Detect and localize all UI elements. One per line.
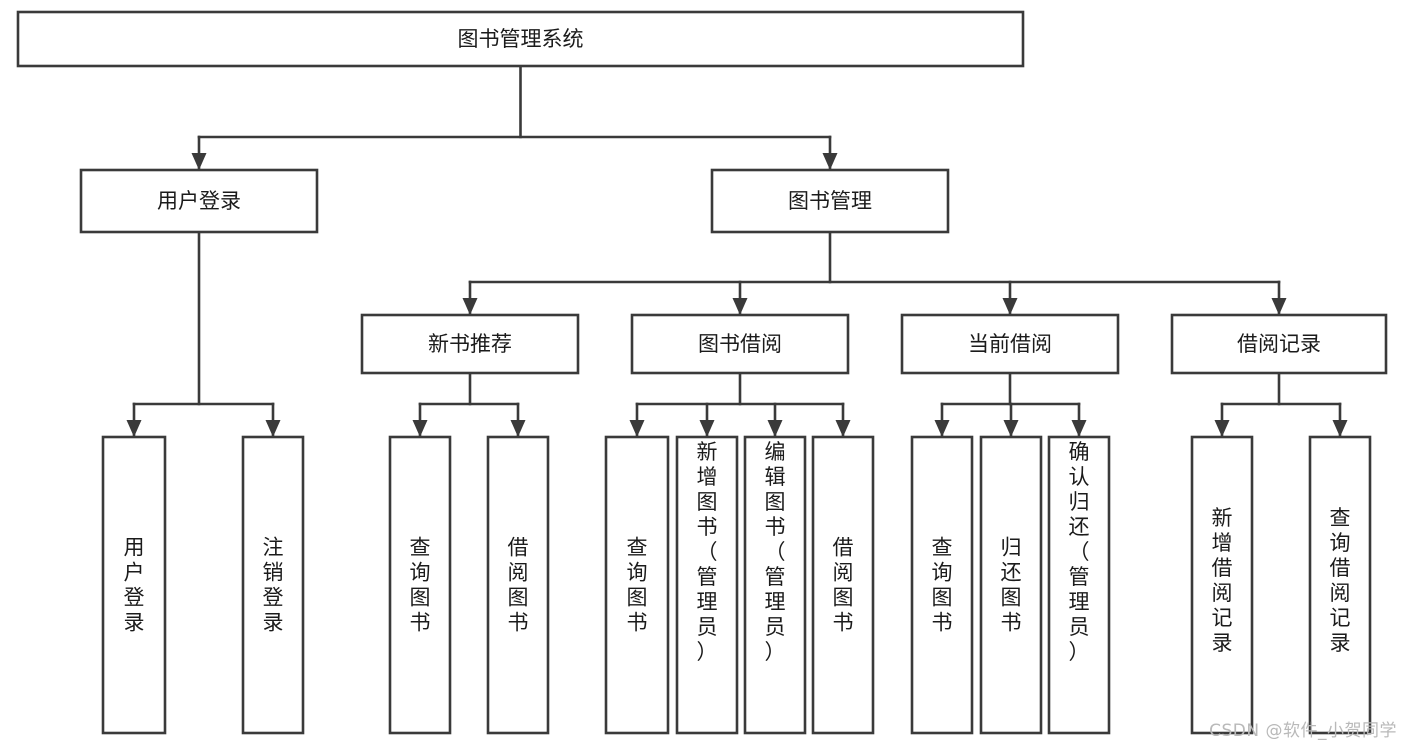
connectors-layer (126, 64, 1348, 438)
node-label-user-login: 用户登录 (157, 189, 241, 213)
node-box-leaf-add-borrow-record (1190, 435, 1254, 735)
arrow-head-icon (1271, 298, 1287, 315)
node-box-borrow-record (1170, 313, 1388, 375)
arrow-head-icon (835, 420, 851, 437)
node-label-leaf-borrow-book-2: 借阅图书 (833, 536, 854, 635)
connector-conn-recommend-to-leaves (412, 371, 526, 438)
node-box-leaf-return-book (979, 435, 1043, 735)
node-box-leaf-query-book-3 (910, 435, 974, 735)
node-box-leaf-query-book-1 (388, 435, 452, 735)
arrow-head-icon (265, 420, 281, 437)
connector-conn-record-to-leaves (1214, 371, 1348, 438)
node-label-book-borrow: 图书借阅 (698, 332, 782, 356)
node-book-borrow[interactable]: 图书借阅 (630, 313, 850, 375)
node-box-leaf-borrow-book-1 (486, 435, 550, 735)
node-label-root: 图书管理系统 (458, 27, 584, 51)
connector-conn-root-to-level2 (191, 64, 838, 171)
node-box-current-borrow (900, 313, 1120, 375)
node-leaf-logout-login[interactable]: 注销登录 (241, 435, 305, 735)
connector-conn-borrow-to-leaves (629, 371, 851, 438)
node-leaf-edit-book-admin[interactable]: 编辑图书（管理员） (743, 435, 807, 735)
node-box-leaf-user-login (101, 435, 167, 735)
node-leaf-query-book-3[interactable]: 查询图书 (910, 435, 974, 735)
connector-conn-user-login-to-leaves (126, 230, 281, 438)
arrow-head-icon (1071, 420, 1087, 437)
csdn-watermark: CSDN @软件_小贺同学 (1209, 721, 1397, 741)
connector-conn-current-to-leaves (934, 371, 1087, 438)
node-leaf-borrow-book-1[interactable]: 借阅图书 (486, 435, 550, 735)
arrow-head-icon (767, 420, 783, 437)
node-current-borrow[interactable]: 当前借阅 (900, 313, 1120, 375)
node-box-leaf-edit-book-admin (743, 435, 807, 735)
node-box-leaf-borrow-book-2 (811, 435, 875, 735)
node-leaf-query-book-1[interactable]: 查询图书 (388, 435, 452, 735)
node-label-leaf-user-login: 用户登录 (124, 536, 145, 635)
node-leaf-return-book[interactable]: 归还图书 (979, 435, 1043, 735)
connector-conn-book-manage-to-level3 (462, 230, 1287, 316)
node-box-leaf-query-borrow-record (1308, 435, 1372, 735)
node-box-book-manage (710, 168, 950, 234)
node-leaf-query-borrow-record[interactable]: 查询借阅记录 (1308, 435, 1372, 735)
node-label-leaf-add-book-admin: 新增图书（管理员） (697, 440, 718, 664)
arrow-head-icon (191, 153, 207, 170)
arrow-head-icon (126, 420, 142, 437)
node-new-book-recommend[interactable]: 新书推荐 (360, 313, 580, 375)
node-label-leaf-add-borrow-record: 新增借阅记录 (1212, 506, 1233, 655)
node-label-leaf-confirm-return-admin: 确认归还（管理员） (1069, 440, 1090, 664)
node-borrow-record[interactable]: 借阅记录 (1170, 313, 1388, 375)
node-box-leaf-logout-login (241, 435, 305, 735)
node-label-leaf-edit-book-admin: 编辑图书（管理员） (765, 440, 786, 664)
arrow-head-icon (1002, 298, 1018, 315)
node-leaf-borrow-book-2[interactable]: 借阅图书 (811, 435, 875, 735)
nodes-layer: 图书管理系统用户登录图书管理新书推荐图书借阅当前借阅借阅记录用户登录注销登录查询… (16, 10, 1388, 735)
arrow-head-icon (1214, 420, 1230, 437)
arrow-head-icon (412, 420, 428, 437)
node-leaf-confirm-return-admin[interactable]: 确认归还（管理员） (1047, 435, 1111, 735)
arrow-head-icon (462, 298, 478, 315)
node-label-leaf-query-book-2: 查询图书 (627, 536, 648, 635)
node-label-leaf-return-book: 归还图书 (1001, 536, 1022, 635)
node-label-book-manage: 图书管理 (788, 189, 872, 213)
node-label-new-book-recommend: 新书推荐 (428, 332, 512, 356)
node-box-new-book-recommend (360, 313, 580, 375)
arrow-head-icon (1003, 420, 1019, 437)
node-box-leaf-confirm-return-admin (1047, 435, 1111, 735)
arrow-head-icon (629, 420, 645, 437)
node-box-root (16, 10, 1025, 68)
arrow-head-icon (699, 420, 715, 437)
node-leaf-add-book-admin[interactable]: 新增图书（管理员） (675, 435, 739, 735)
node-label-current-borrow: 当前借阅 (968, 332, 1052, 356)
node-leaf-add-borrow-record[interactable]: 新增借阅记录 (1190, 435, 1254, 735)
node-label-leaf-borrow-book-1: 借阅图书 (508, 536, 529, 635)
node-root[interactable]: 图书管理系统 (16, 10, 1025, 68)
arrow-head-icon (510, 420, 526, 437)
node-box-leaf-add-book-admin (675, 435, 739, 735)
node-box-user-login (79, 168, 319, 234)
node-label-leaf-query-borrow-record: 查询借阅记录 (1330, 506, 1351, 655)
arrow-head-icon (934, 420, 950, 437)
node-label-leaf-query-book-3: 查询图书 (932, 536, 953, 635)
arrow-head-icon (1332, 420, 1348, 437)
arrow-head-icon (732, 298, 748, 315)
node-book-manage[interactable]: 图书管理 (710, 168, 950, 234)
arrow-head-icon (822, 153, 838, 170)
node-box-book-borrow (630, 313, 850, 375)
node-label-borrow-record: 借阅记录 (1237, 332, 1321, 356)
node-leaf-query-book-2[interactable]: 查询图书 (604, 435, 670, 735)
node-label-leaf-logout-login: 注销登录 (263, 536, 284, 635)
node-label-leaf-query-book-1: 查询图书 (410, 536, 431, 635)
node-box-leaf-query-book-2 (604, 435, 670, 735)
node-leaf-user-login[interactable]: 用户登录 (101, 435, 167, 735)
node-user-login[interactable]: 用户登录 (79, 168, 319, 234)
